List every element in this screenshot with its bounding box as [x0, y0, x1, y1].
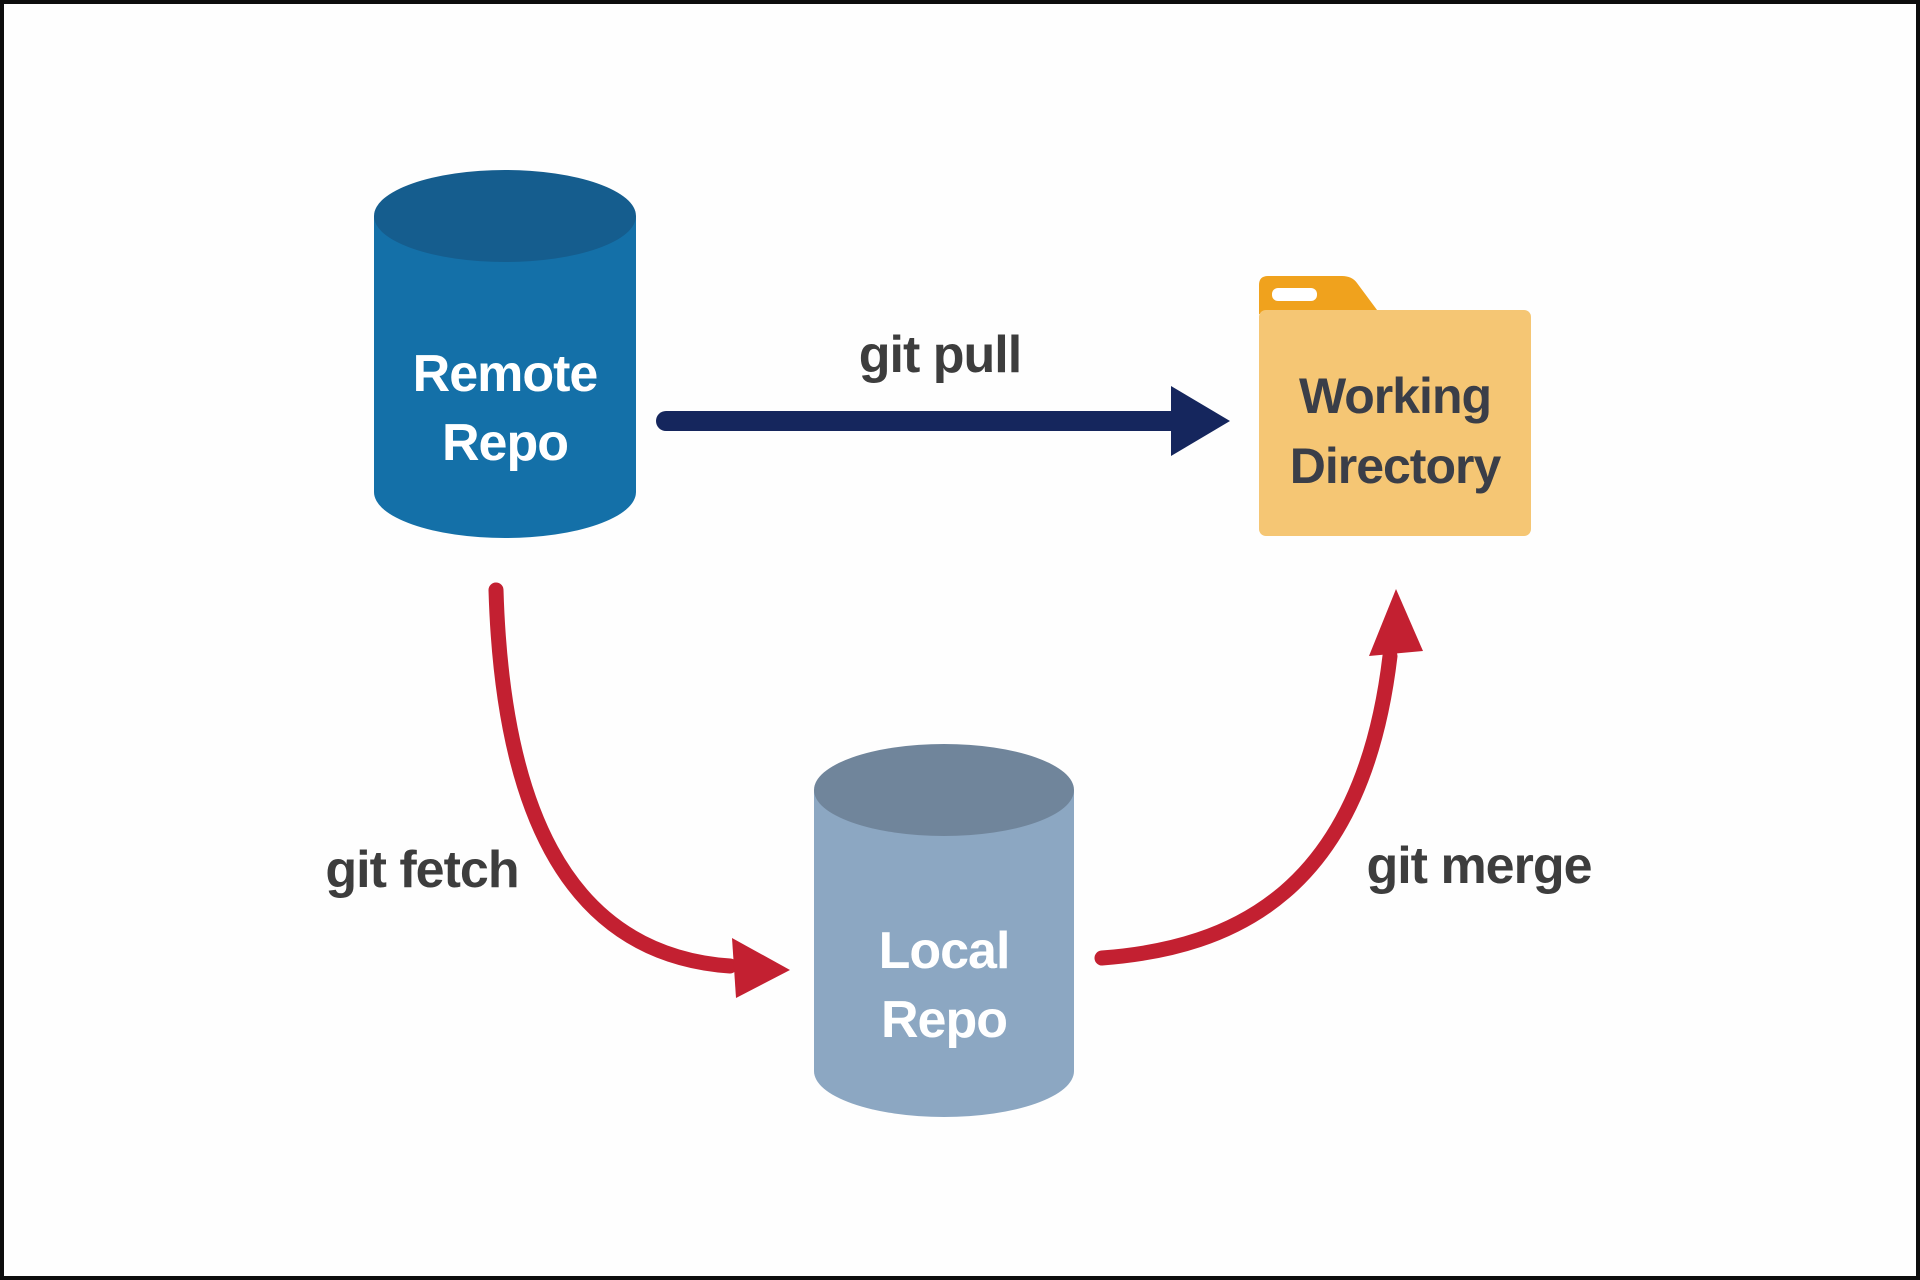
working-directory-folder — [1259, 276, 1531, 536]
remote-repo-cylinder-body — [374, 216, 636, 538]
git-pull-arrow — [656, 386, 1230, 456]
folder-tab-dash — [1272, 288, 1317, 301]
git-merge-arrow-shaft — [1094, 648, 1398, 966]
git-pull-arrowhead — [1171, 386, 1230, 456]
local-repo-cylinder-top — [814, 744, 1074, 836]
git-pull-label: git pull — [858, 326, 1022, 384]
git-fetch-arrow — [488, 582, 790, 998]
local-repo-label: Local Repo — [878, 921, 1011, 1049]
git-fetch-arrowhead — [732, 938, 790, 998]
remote-repo-label: Remote Repo — [412, 344, 599, 472]
local-repo-cylinder-body — [814, 790, 1074, 1117]
git-merge-arrowhead — [1369, 589, 1423, 656]
working-directory-label: Working Directory — [1289, 368, 1502, 494]
git-merge-arrow — [1094, 589, 1423, 966]
local-repo-cylinder — [814, 744, 1074, 1117]
git-merge-label: git merge — [1366, 837, 1592, 895]
remote-repo-cylinder-top — [374, 170, 636, 262]
diagram-shapes — [374, 170, 1531, 1117]
folder-tab — [1259, 276, 1380, 314]
folder-body — [1259, 310, 1531, 536]
git-fetch-label: git fetch — [325, 841, 519, 899]
git-fetch-arrow-shaft — [488, 582, 738, 974]
remote-repo-cylinder — [374, 170, 636, 538]
